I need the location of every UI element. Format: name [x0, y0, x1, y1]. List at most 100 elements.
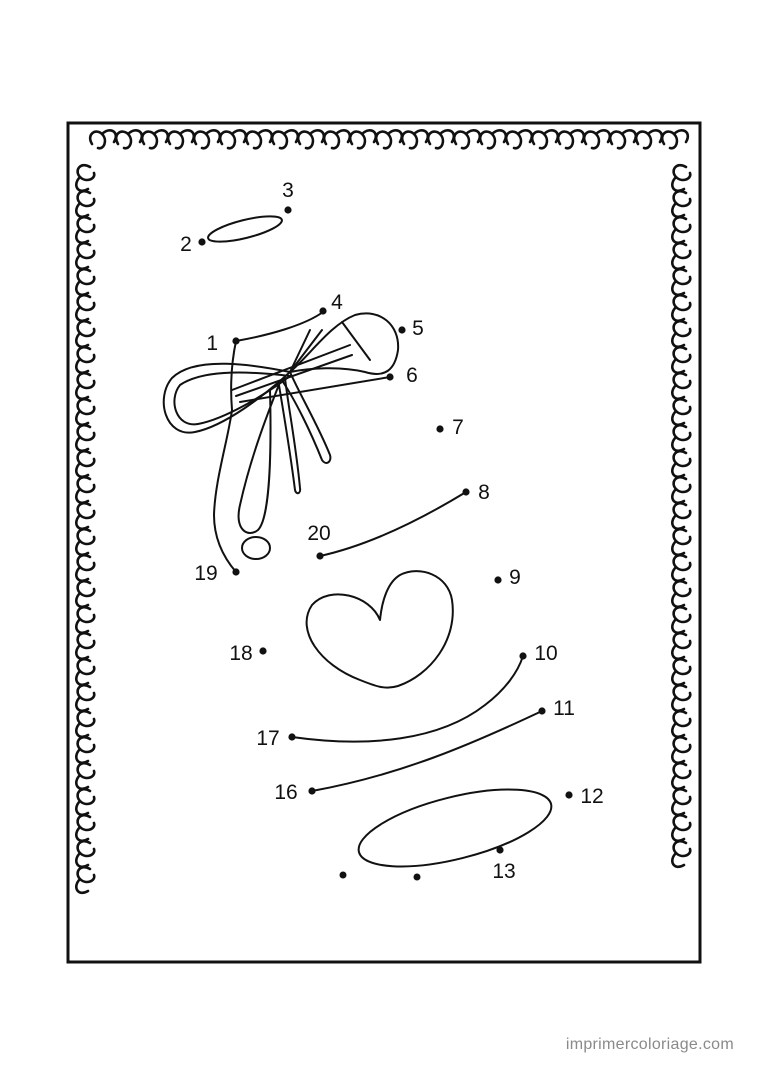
dot-7	[436, 425, 444, 433]
dot-label-9: 9	[509, 566, 521, 589]
dot-4	[319, 307, 327, 315]
bow-right-loop	[289, 312, 400, 375]
dot-12	[565, 791, 573, 799]
dot-label-11: 11	[553, 697, 575, 720]
border-scroll-top	[426, 128, 456, 150]
dot-18	[259, 647, 267, 655]
dot-11	[538, 707, 546, 715]
border-scroll-left	[74, 605, 96, 635]
border-scroll-right	[670, 293, 692, 323]
bow-left-loop-inner	[173, 371, 291, 426]
border-scroll-left	[74, 293, 96, 323]
border-scroll-left	[74, 319, 96, 349]
border-scroll-right	[670, 397, 692, 427]
border-scroll-left	[74, 553, 96, 583]
border-scroll-left	[74, 761, 96, 791]
border-scroll-left	[74, 449, 96, 479]
border-scroll-right	[670, 345, 692, 375]
border-scroll-top	[114, 128, 144, 150]
border-scroll-top	[296, 128, 326, 150]
border-scroll-right	[670, 215, 692, 245]
bow-ribbon-1	[282, 371, 332, 464]
border-scroll-top	[244, 128, 274, 150]
border-scroll-right	[670, 579, 692, 609]
dot-label-12: 12	[580, 785, 603, 808]
border-scroll-top	[192, 128, 222, 150]
dot-10	[519, 652, 527, 660]
border-scroll-right	[670, 475, 692, 505]
border-scroll-left	[74, 631, 96, 661]
border-scroll-top	[478, 128, 508, 150]
dot-label-2: 2	[180, 233, 192, 256]
border-scroll-left	[74, 579, 96, 609]
small-oval	[241, 536, 271, 560]
dot-17	[288, 733, 296, 741]
border-scroll-left	[74, 397, 96, 427]
dot-19	[232, 568, 240, 576]
border-scroll-left	[74, 501, 96, 531]
border-scroll-right	[670, 709, 692, 739]
heart	[305, 570, 454, 689]
dot-label-6: 6	[406, 364, 418, 387]
border-scroll-top	[608, 128, 638, 150]
dot-label-3: 3	[282, 179, 294, 202]
border-scroll-left	[74, 423, 96, 453]
border-scroll-right	[670, 631, 692, 661]
border-scroll-right	[670, 319, 692, 349]
border-scroll-left	[74, 787, 96, 817]
border-scroll-right	[670, 527, 692, 557]
border-scroll-top	[660, 128, 690, 150]
dot-label-8: 8	[478, 481, 490, 504]
border-scroll-top	[452, 128, 482, 150]
line-1-19	[213, 340, 237, 573]
scroll-border	[74, 128, 692, 895]
dot-label-19: 19	[194, 562, 217, 585]
site-watermark[interactable]: imprimercoloriage.com	[565, 1036, 734, 1053]
page-frame	[66, 121, 702, 964]
border-scroll-left	[74, 839, 96, 869]
border-scroll-left	[74, 865, 96, 895]
dot-label-10: 10	[534, 642, 557, 665]
border-scroll-top	[348, 128, 378, 150]
border-scroll-top	[530, 128, 560, 150]
bow-ribbon-2	[278, 377, 302, 495]
line-17-10	[291, 655, 524, 743]
border-scroll-right	[670, 241, 692, 271]
dot-5	[398, 326, 406, 334]
border-scroll-right	[670, 423, 692, 453]
border-scroll-top	[556, 128, 586, 150]
border-scroll-top	[582, 128, 612, 150]
border-scroll-top	[322, 128, 352, 150]
dot-label-4: 4	[331, 291, 343, 314]
border-scroll-left	[74, 371, 96, 401]
border-scroll-left	[74, 709, 96, 739]
dot-2	[198, 238, 206, 246]
dot-8	[462, 488, 470, 496]
border-scroll-left	[74, 189, 96, 219]
dot-label-17: 17	[256, 727, 279, 750]
bow-ribbon-3	[237, 381, 281, 534]
border-scroll-right	[670, 501, 692, 531]
dot-label-7: 7	[452, 416, 464, 439]
dot-13	[496, 846, 504, 854]
dot-9	[494, 576, 502, 584]
border-scroll-left	[74, 163, 96, 193]
dot-label-18: 18	[229, 642, 252, 665]
dot-16	[308, 787, 316, 795]
dot-label-16: 16	[274, 781, 297, 804]
border-scroll-right	[670, 449, 692, 479]
border-scroll-right	[670, 267, 692, 297]
dot-6	[386, 373, 394, 381]
dot-label-1: 1	[206, 332, 218, 355]
line-16-11	[311, 710, 543, 792]
border-scroll-top	[166, 128, 196, 150]
border-scroll-left	[74, 267, 96, 297]
border-scroll-right	[670, 735, 692, 765]
partial-dots	[339, 871, 421, 881]
border-scroll-top	[634, 128, 664, 150]
border-scroll-top	[218, 128, 248, 150]
border-scroll-left	[74, 813, 96, 843]
border-scroll-left	[74, 657, 96, 687]
